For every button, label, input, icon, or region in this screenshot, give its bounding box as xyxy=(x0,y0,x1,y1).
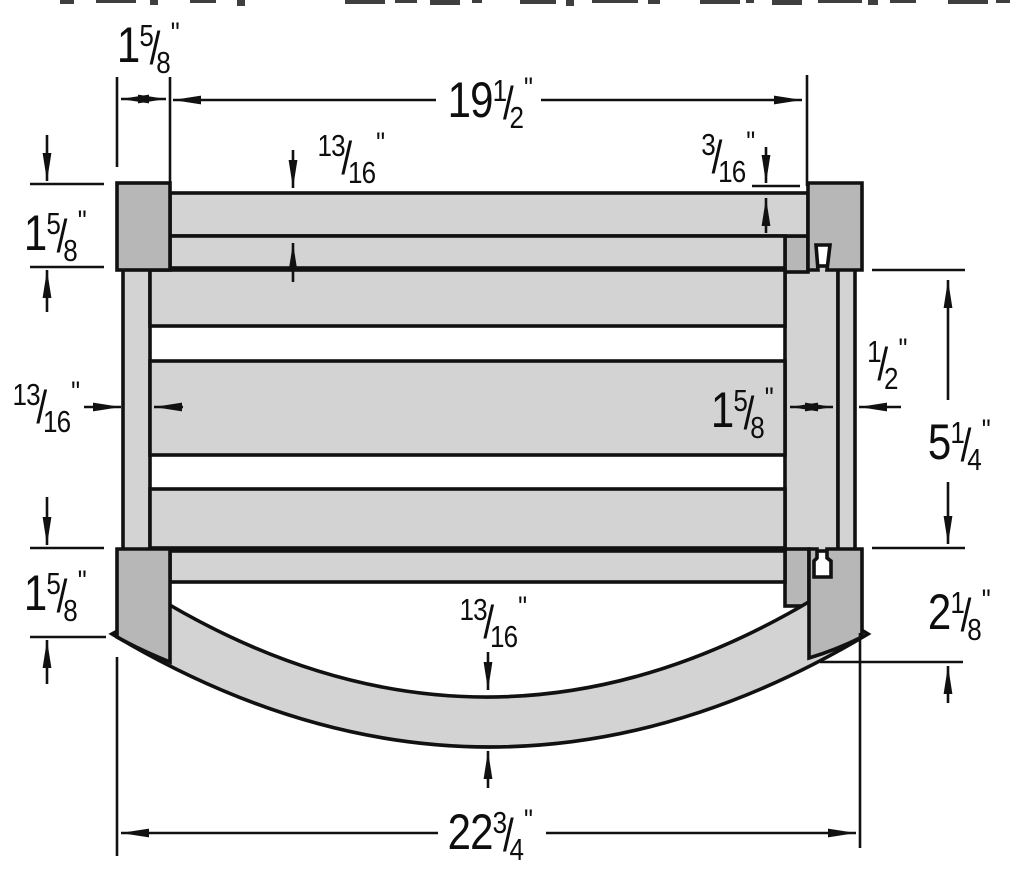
dim-label-arch-rail-thickness: 13/16" xyxy=(459,592,526,653)
dim-label-bottom-right-corner-height: 21/8" xyxy=(927,584,991,646)
left-stile xyxy=(121,260,152,555)
inch-mark: " xyxy=(898,333,907,366)
fraction-slash: / xyxy=(960,589,972,641)
inch-mark: " xyxy=(77,205,87,238)
dimension-lines xyxy=(30,75,965,856)
dim-numerator: 13 xyxy=(317,128,345,163)
dim-denominator: 4 xyxy=(967,442,982,477)
fraction-slash: / xyxy=(56,210,68,262)
dim-label-side-stile-thickness: 13/16" xyxy=(12,377,79,438)
fraction-slash: / xyxy=(711,131,723,183)
fraction-slash: / xyxy=(56,570,68,622)
inch-mark: " xyxy=(518,591,527,624)
dim-label-top-rail-thickness: 13/16" xyxy=(317,128,384,189)
inch-mark: " xyxy=(376,127,385,160)
fraction-slash: / xyxy=(960,419,972,471)
dim-denominator: 8 xyxy=(750,410,765,445)
fraction-slash: / xyxy=(877,338,888,390)
dim-label-top-rail-span: 191/2" xyxy=(447,72,533,134)
dim-whole: 1 xyxy=(116,17,140,73)
dim-numerator: 1 xyxy=(950,585,965,620)
dim-numerator: 13 xyxy=(459,592,487,627)
inch-mark: " xyxy=(764,382,774,415)
inch-mark: " xyxy=(981,414,991,447)
dim-denominator: 16 xyxy=(489,619,518,654)
dim-numerator: 3 xyxy=(701,127,716,162)
dim-numerator: 1 xyxy=(492,73,508,108)
fraction-slash: / xyxy=(483,596,494,648)
dim-label-top-reveal: 3/16" xyxy=(701,127,755,188)
dim-label-top-left-cleat-width: 15/8" xyxy=(116,17,180,79)
right-rail-top-joint xyxy=(783,234,810,274)
dim-whole: 1 xyxy=(710,382,734,438)
dim-label-right-rail-width: 15/8" xyxy=(710,382,774,444)
dim-denominator: 16 xyxy=(347,155,376,190)
top-rail-upper xyxy=(168,191,810,238)
fraction-slash: / xyxy=(36,381,47,433)
post-top-right xyxy=(806,181,864,272)
dim-denominator: 2 xyxy=(509,100,524,135)
dim-numerator: 5 xyxy=(46,206,61,241)
right-side-slat xyxy=(836,262,857,555)
dim-numerator: 13 xyxy=(12,377,40,412)
dim-denominator: 8 xyxy=(63,593,78,628)
dim-numerator: 1 xyxy=(950,415,965,450)
dim-whole: 2 xyxy=(927,584,951,640)
dim-denominator: 2 xyxy=(883,361,899,396)
right-rail-bottom-joint xyxy=(783,547,811,608)
inch-mark: " xyxy=(746,126,755,159)
dim-denominator: 8 xyxy=(156,45,171,80)
inch-mark: " xyxy=(77,565,87,598)
dim-denominator: 4 xyxy=(509,832,524,867)
dim-label-bottom-left-cleat-height: 15/8" xyxy=(23,565,87,627)
inch-mark: " xyxy=(523,804,533,837)
inch-mark: " xyxy=(71,376,80,409)
slat-1 xyxy=(148,268,787,328)
dim-label-right-slat-thickness: 1/2" xyxy=(867,334,907,395)
post-top-left xyxy=(115,181,172,272)
fraction-slash: / xyxy=(502,809,514,861)
dim-label-side-opening-height: 51/4" xyxy=(927,414,991,476)
dim-numerator: 5 xyxy=(139,18,154,53)
slat-2 xyxy=(148,359,787,457)
dim-whole: 1 xyxy=(23,205,47,261)
dim-numerator: 5 xyxy=(733,383,748,418)
dim-numerator: 3 xyxy=(492,805,508,840)
top-rail-lower xyxy=(168,234,787,270)
inch-mark: " xyxy=(523,72,533,105)
fraction-slash: / xyxy=(502,77,514,129)
dim-denominator: 8 xyxy=(967,612,982,647)
post-bottom-right xyxy=(807,547,864,661)
arch-rail xyxy=(108,597,872,749)
dim-label-bottom-overall-span: 223/4" xyxy=(447,804,533,866)
dim-whole: 1 xyxy=(23,565,47,621)
right-rail-edge xyxy=(783,264,840,553)
fraction-slash: / xyxy=(149,22,161,74)
dim-numerator: 5 xyxy=(46,566,61,601)
dim-whole: 22 xyxy=(447,804,494,860)
slat-3 xyxy=(148,487,787,550)
dim-denominator: 16 xyxy=(42,404,71,439)
dim-whole: 19 xyxy=(447,72,494,128)
bottom-rail xyxy=(168,549,787,584)
fraction-slash: / xyxy=(341,132,352,184)
dim-denominator: 8 xyxy=(63,233,78,268)
inch-mark: " xyxy=(170,17,180,50)
inch-mark: " xyxy=(981,584,991,617)
cropped-print-artifacts xyxy=(60,0,1010,6)
dim-denominator: 16 xyxy=(718,154,746,189)
post-bottom-left xyxy=(115,547,172,665)
fraction-slash: / xyxy=(743,387,755,439)
dim-whole: 5 xyxy=(927,414,951,470)
dim-label-top-left-cleat-height: 15/8" xyxy=(23,205,87,267)
dim-numerator: 1 xyxy=(867,334,882,369)
